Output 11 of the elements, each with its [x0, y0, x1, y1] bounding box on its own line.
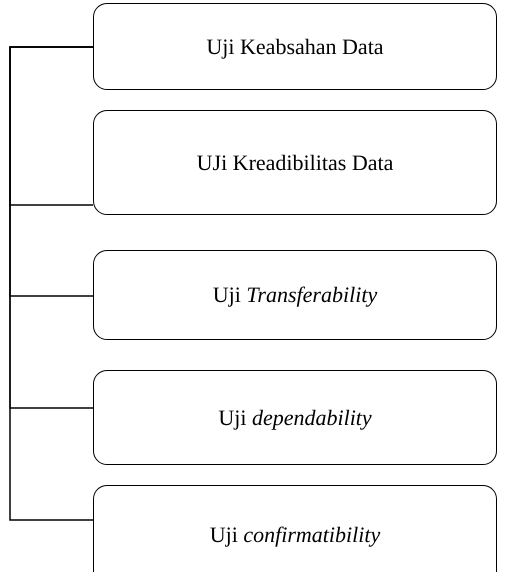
process-box: [93, 3, 497, 90]
process-box: [93, 370, 497, 465]
process-box: [93, 110, 497, 215]
process-box: [93, 485, 497, 572]
box-label: Uji confirmatibility: [210, 522, 380, 548]
box-label: Uji dependability: [218, 404, 372, 430]
process-box: [93, 250, 497, 340]
box-label: Uji Transferability: [212, 282, 378, 308]
connector-line: [9, 46, 93, 521]
box-label: UJi Kreadibilitas Data: [196, 150, 394, 176]
box-label: Uji Keabsahan Data: [206, 34, 384, 60]
